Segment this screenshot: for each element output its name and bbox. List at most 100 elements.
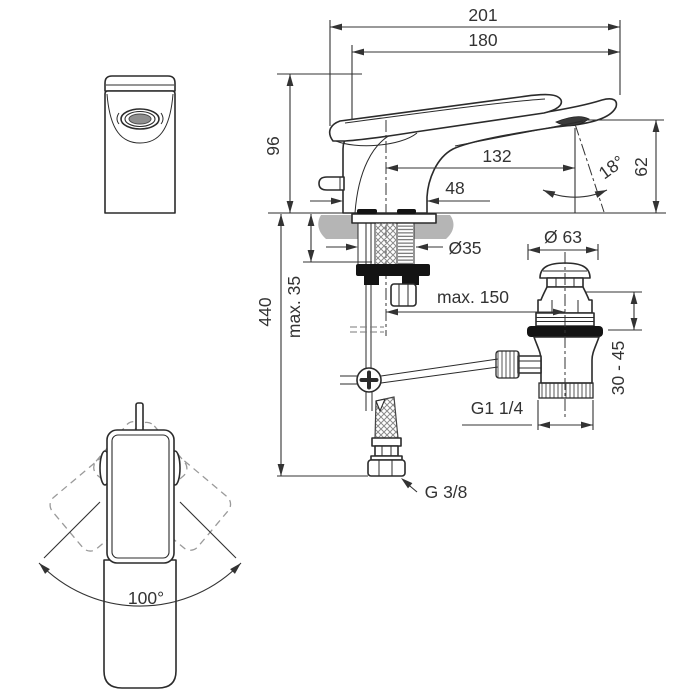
popup-waste <box>495 252 603 418</box>
arrowhead-icon <box>352 48 364 56</box>
dim-440: 440 <box>255 214 368 477</box>
hose-nut-facets <box>378 460 393 476</box>
arrowhead-icon <box>608 48 620 56</box>
waste-lower-body <box>533 336 600 384</box>
front-view-handle: 100° <box>36 402 244 689</box>
swivel-arc <box>38 562 242 607</box>
installation-parts <box>340 209 499 477</box>
side-view <box>268 93 666 336</box>
arrowhead-icon <box>630 318 638 330</box>
arrowhead-icon <box>581 421 593 429</box>
faucet-body-front <box>103 559 177 689</box>
arrowhead-icon <box>307 250 315 262</box>
handle-stick <box>135 402 144 434</box>
arrowhead-icon <box>286 201 294 213</box>
dim-label-hose-thread: G 3/8 <box>425 482 468 502</box>
rod-joint-screw-icon <box>359 370 379 390</box>
arrowhead-icon <box>608 23 620 31</box>
waste-port-lines <box>518 360 541 369</box>
dim-label-body-height: 96 <box>263 136 283 155</box>
top-view-spout <box>104 75 176 214</box>
arrowhead-icon <box>563 164 575 172</box>
arrowhead-icon <box>277 464 285 476</box>
arrowhead-icon <box>538 421 550 429</box>
hose-spool <box>374 445 399 457</box>
dim-max150: max. 150 <box>386 287 565 316</box>
dim-max35: max. 35 <box>284 214 372 338</box>
arrowhead-icon <box>277 214 285 226</box>
base-gasket-left <box>357 209 377 214</box>
dim-30-45: 30 - 45 <box>586 291 642 395</box>
dim-132: 132 <box>386 128 576 213</box>
shank-bore-hatch <box>376 223 396 264</box>
dim-label-spout-width: 180 <box>468 30 497 50</box>
handle-top-line <box>344 98 546 124</box>
hose-cut-fold <box>375 398 386 412</box>
swivel-limit-lines <box>43 501 237 559</box>
arrowhead-icon <box>528 246 540 254</box>
arrowhead-icon <box>652 201 660 213</box>
mounting-nut <box>390 283 417 307</box>
arrowhead-icon <box>652 120 660 132</box>
hose-spool-slots <box>381 446 392 456</box>
aerator-opening <box>128 113 152 125</box>
dim-label-outlet-height: 62 <box>631 157 651 176</box>
dim-62: 62 <box>580 119 664 213</box>
spout-inner-line <box>454 120 584 147</box>
arrowhead-icon <box>541 186 556 198</box>
arrowhead-icon <box>630 292 638 304</box>
counter-section-left <box>318 215 358 239</box>
hose-nut <box>367 459 406 477</box>
base-gasket-right <box>397 209 416 214</box>
waste-bottom-thread <box>538 382 594 399</box>
top-view-inner-curve <box>106 93 174 144</box>
pull-rod-knob <box>318 176 345 191</box>
waste-neck-ticks <box>555 278 575 287</box>
base-flange <box>351 213 437 224</box>
shank-walls <box>357 223 415 264</box>
arrowhead-icon <box>346 243 358 251</box>
washer-tab-right <box>402 276 419 285</box>
actuating-rod <box>380 358 499 384</box>
arrowhead-icon <box>286 74 294 86</box>
arrowhead-icon <box>386 308 398 316</box>
faucet-handle <box>328 93 563 142</box>
arrowhead-icon <box>307 214 315 226</box>
dim-label-total-height: 440 <box>255 297 275 326</box>
dim-label-base-depth: 48 <box>445 178 464 198</box>
dim-96: 96 <box>263 73 362 213</box>
handle-base-collar <box>335 132 418 147</box>
shank-thread-hatch <box>398 223 413 264</box>
waste-waist-lines <box>551 300 579 313</box>
dim-label-waste-range: 30 - 45 <box>608 341 628 395</box>
arrowhead-icon <box>416 243 428 251</box>
mounting-nut-facets <box>398 284 409 306</box>
arrowhead-icon <box>586 246 598 254</box>
waste-knurled-knob <box>495 350 520 379</box>
handle-front-inner <box>111 434 170 559</box>
arrowhead-icon <box>330 23 342 31</box>
dim-label-total-width: 201 <box>468 5 497 25</box>
dim-180: 180 <box>351 30 620 120</box>
dim-label-deck-thickness: max. 35 <box>284 276 304 338</box>
rod-break-marks <box>350 326 384 333</box>
spout-outlet-aerator <box>555 116 590 127</box>
pull-rod-upper <box>365 223 372 264</box>
dim-label-waste-cap-diameter: Ø 63 <box>544 227 582 247</box>
horseshoe-washer <box>356 264 430 276</box>
dim-dia35: Ø35 <box>326 238 482 258</box>
dim-label-rod-reach: max. 150 <box>437 287 509 307</box>
top-view-collar <box>104 75 176 92</box>
dim-48: 48 <box>310 178 490 205</box>
dim-label-spout-reach: 132 <box>482 146 511 166</box>
waste-side-port <box>517 355 542 374</box>
rod-left-stub <box>340 375 357 385</box>
dim-g38: G 3/8 <box>398 475 468 502</box>
arrowhead-icon <box>427 197 439 205</box>
dim-label-spout-angle: 18° <box>595 151 628 183</box>
dim-dia63: Ø 63 <box>527 227 599 260</box>
dim-label-shank-diameter: Ø35 <box>448 238 481 258</box>
rod-bottom-stub <box>365 392 373 411</box>
